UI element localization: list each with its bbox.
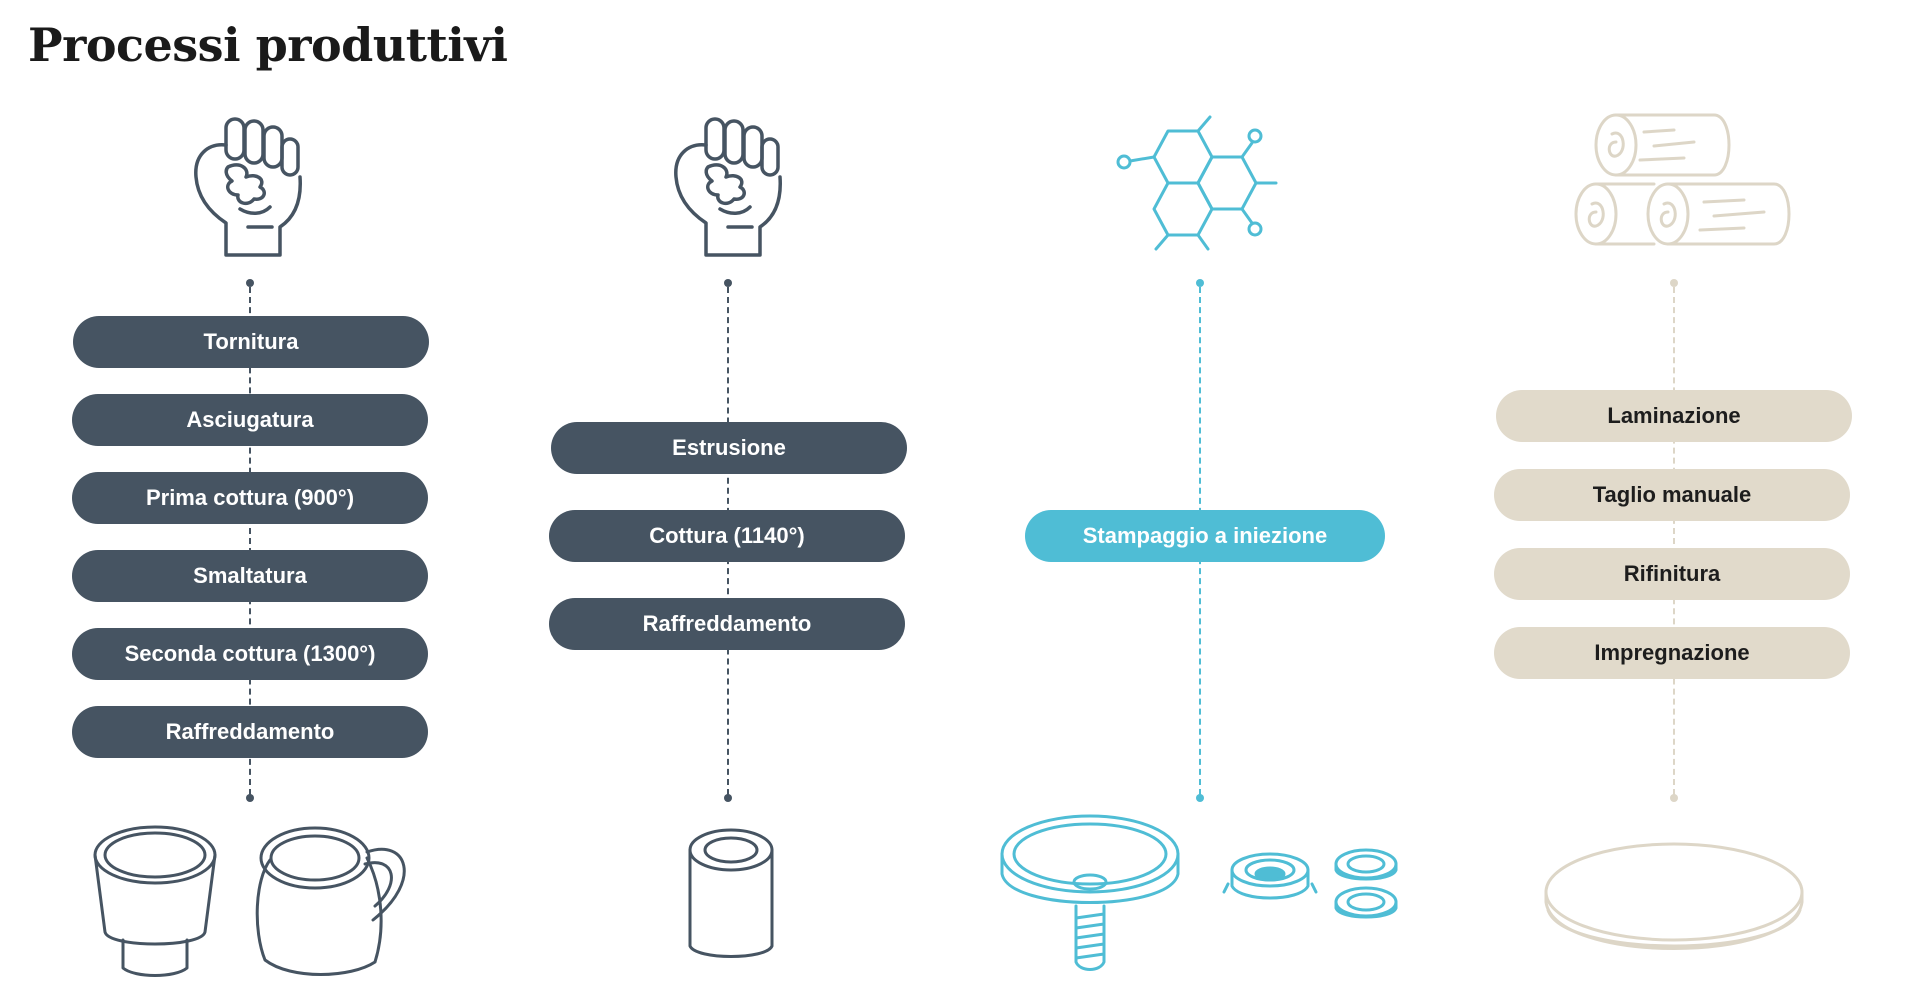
step-pill: Stampaggio a iniezione (1025, 510, 1385, 562)
process-column-wood: Laminazione Taglio manuale Rifinitura Im… (1494, 0, 1854, 988)
page-title: Processi produttivi (28, 18, 508, 72)
step-pill: Asciugatura (72, 394, 428, 446)
top-connector-dot (1670, 279, 1678, 287)
top-connector-dot (1196, 279, 1204, 287)
bottom-connector-dot (724, 794, 732, 802)
bottom-connector-dot (1196, 794, 1204, 802)
step-pill: Estrusione (551, 422, 907, 474)
step-pill: Raffreddamento (549, 598, 905, 650)
bottom-connector-dot (246, 794, 254, 802)
step-pill: Rifinitura (1494, 548, 1850, 600)
step-pill: Taglio manuale (1494, 469, 1850, 521)
top-connector-dot (724, 279, 732, 287)
bottom-connector-dot (1670, 794, 1678, 802)
step-pill: Tornitura (73, 316, 429, 368)
process-column-plastic: Stampaggio a iniezione (1000, 0, 1398, 988)
step-pill: Laminazione (1496, 390, 1852, 442)
step-pill: Smaltatura (72, 550, 428, 602)
wood-logs-icon (1574, 112, 1794, 257)
plastic-parts-icon (1000, 812, 1420, 987)
process-column-ceramic-extruded: Estrusione Cottura (1140°) Raffreddament… (548, 0, 908, 988)
hand-clay-icon (188, 115, 308, 265)
ceramic-cylinder-icon (686, 828, 776, 963)
step-pill: Impregnazione (1494, 627, 1850, 679)
process-connector-line (1673, 287, 1675, 795)
ceramic-cups-icon (93, 820, 415, 985)
wood-disc-icon (1544, 840, 1804, 965)
process-column-ceramic-turned: Tornitura Asciugatura Prima cottura (900… (70, 0, 430, 988)
step-pill: Cottura (1140°) (549, 510, 905, 562)
process-connector-line (249, 287, 251, 795)
step-pill: Raffreddamento (72, 706, 428, 758)
molecule-icon (1112, 115, 1302, 285)
hand-clay-icon (668, 115, 788, 265)
top-connector-dot (246, 279, 254, 287)
step-pill: Prima cottura (900°) (72, 472, 428, 524)
step-pill: Seconda cottura (1300°) (72, 628, 428, 680)
